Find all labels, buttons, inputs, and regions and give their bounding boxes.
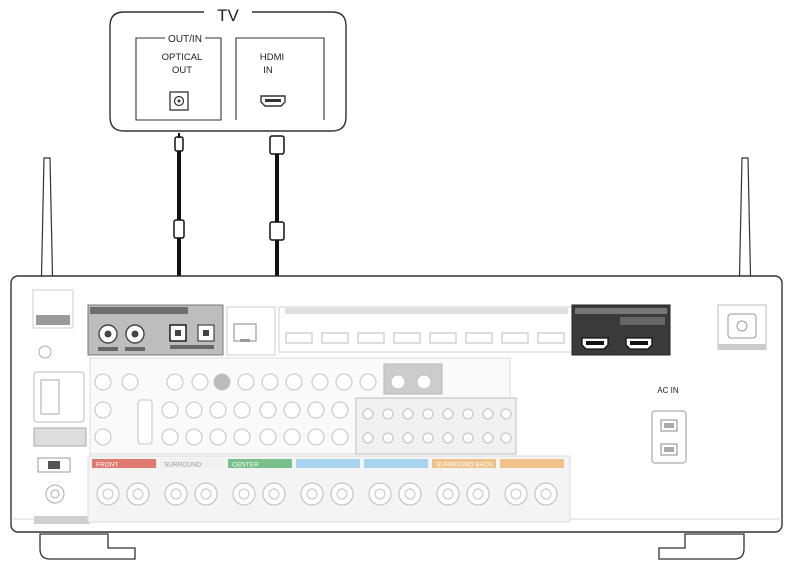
speaker-group-3: CENTER [228, 459, 292, 506]
speaker-terminals: FRONT SURROUND CENTER SURROUND BACK [87, 455, 571, 523]
speaker-group-4 [296, 459, 360, 506]
hdmi-in-label-2: IN [263, 65, 273, 76]
tv-hdmi-jack-icon [260, 95, 286, 107]
hdmi-in-ports [285, 332, 565, 344]
tv-panel: TV OUT/IN OPTICAL OUT HDMI IN [109, 6, 347, 132]
speaker-group-2: SURROUND [160, 459, 224, 506]
optical-out-label-1: OPTICAL [162, 52, 203, 63]
left-side-terminals [32, 289, 90, 524]
hdmi-in-row [278, 306, 575, 353]
speaker-binding-post-core [472, 488, 484, 500]
tv-title: TV [217, 6, 239, 25]
pre-out-terminals [355, 397, 517, 455]
speaker-binding-post-core [510, 488, 522, 500]
out-in-label: OUT/IN [168, 34, 202, 45]
hdmi-out-panel [571, 304, 671, 356]
speaker-group-1: FRONT [92, 459, 156, 506]
speaker-group-5 [364, 459, 428, 506]
speaker-binding-post-core [306, 488, 318, 500]
speaker-binding-post-core [170, 488, 182, 500]
speaker-binding-post-core [442, 488, 454, 500]
ac-inlet: AC IN [651, 386, 687, 464]
speaker-binding-post-core [268, 488, 280, 500]
speaker-binding-post-core [200, 488, 212, 500]
ac-in-label: AC IN [657, 386, 679, 395]
speaker-group-name: CENTER [232, 462, 259, 469]
speaker-group-label-bar [500, 459, 564, 468]
speaker-group-label-bar [92, 459, 156, 468]
hdmi-in-label-1: HDMI [260, 52, 284, 63]
speaker-binding-post-core [374, 488, 386, 500]
speaker-binding-post-core [336, 488, 348, 500]
receiver-feet [39, 533, 745, 560]
digital-audio-in-panel [87, 304, 224, 356]
speaker-group-label-bar [160, 459, 224, 468]
optical-out-label-2: OUT [172, 65, 192, 76]
network-port [226, 306, 276, 356]
speaker-group-name: SURROUND [164, 462, 202, 469]
speaker-group-7 [500, 459, 564, 506]
speaker-binding-post-core [238, 488, 250, 500]
speaker-group-label-bar [296, 459, 360, 468]
speaker-group-name: SURROUND BACK [436, 462, 494, 469]
speaker-group-label-bar [364, 459, 428, 468]
speaker-group-6: SURROUND BACK [432, 459, 496, 506]
speaker-binding-post-core [102, 488, 114, 500]
speaker-binding-post-core [132, 488, 144, 500]
speaker-group-name: FRONT [96, 462, 118, 469]
right-antenna-jack [717, 304, 767, 350]
speaker-group-label-bar [228, 459, 292, 468]
speaker-binding-post-core [404, 488, 416, 500]
speaker-binding-post-core [540, 488, 552, 500]
speaker-group-label-bar [432, 459, 496, 468]
tv-optical-jack-icon [169, 91, 189, 111]
